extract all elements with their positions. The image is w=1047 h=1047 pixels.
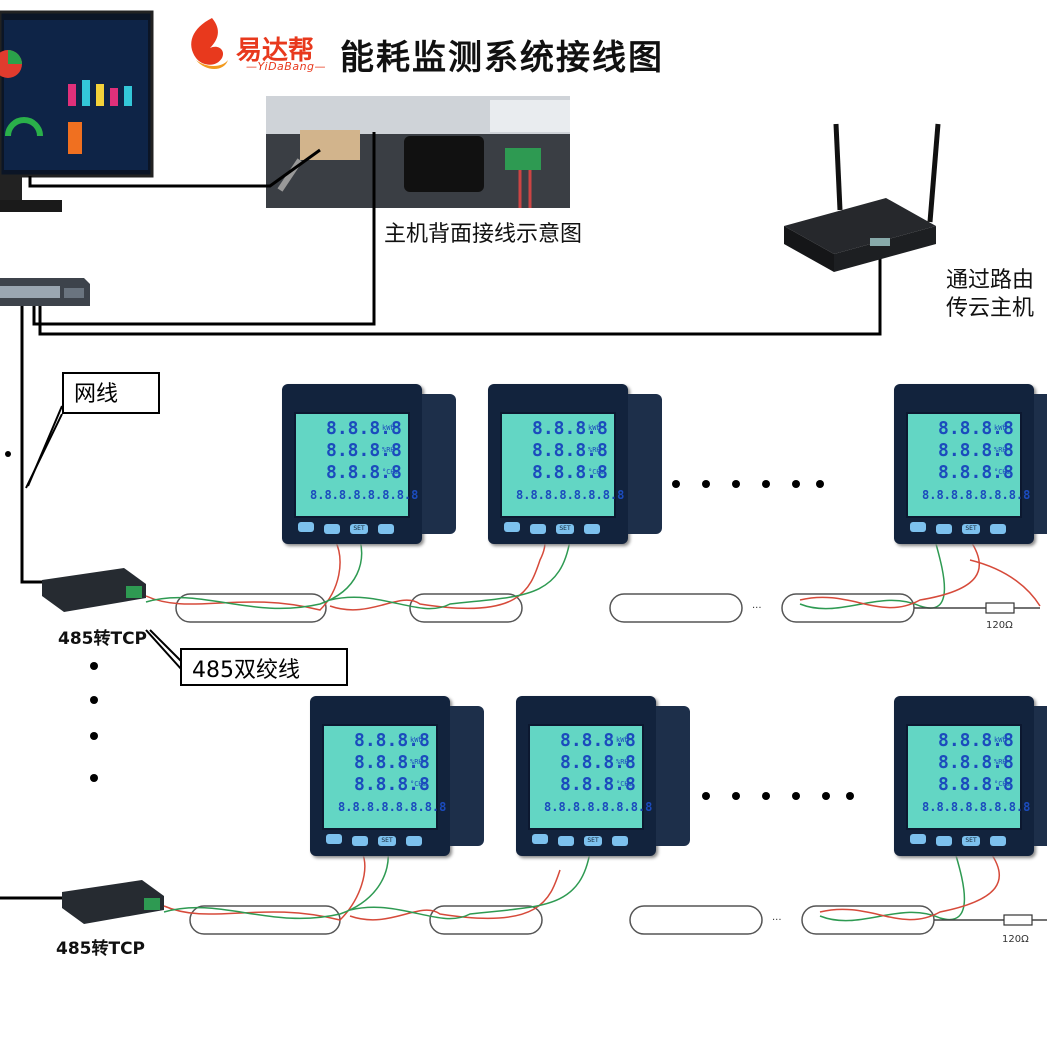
lcd-unit-3: °CHz xyxy=(994,468,1011,476)
meter-right-button xyxy=(324,524,340,534)
bus-ellipsis-2: ... xyxy=(772,912,782,923)
meter-left-button xyxy=(298,522,314,532)
meter-right-button xyxy=(936,836,952,846)
lcd-unit-1: kWh xyxy=(410,736,423,744)
lcd-row-2: 8.8.8.8 xyxy=(354,752,430,773)
lcd-unit-3: °CHz xyxy=(994,780,1011,788)
host-back-caption: 主机背面接线示意图 xyxy=(384,222,583,247)
lcd-row-3: 8.8.8.8 xyxy=(938,462,1014,483)
meter-set-button: SET xyxy=(378,836,396,846)
resistor-2-label: 120Ω xyxy=(1002,934,1029,945)
lcd-unit-3: °CHz xyxy=(588,468,605,476)
lcd-unit-2: %RH xyxy=(994,446,1007,454)
lcd-row-3: 8.8.8.8 xyxy=(532,462,608,483)
meter-left-button xyxy=(504,522,520,532)
brand-name: 易达帮 xyxy=(236,36,315,66)
cloud-caption-line2: 传云主机 xyxy=(946,296,1035,321)
rs485-bus-row-2 xyxy=(163,851,1047,935)
lcd-unit-2: %RH xyxy=(382,446,395,454)
lcd-row-4: 8.8.8.8.8.8.8.8 xyxy=(310,488,419,502)
lcd-unit-1: kWh xyxy=(588,424,601,432)
lcd-row-2: 8.8.8.8 xyxy=(532,440,608,461)
cloud-caption-line1: 通过路由 xyxy=(946,268,1035,293)
brand-logo-icon xyxy=(191,18,228,69)
meter-enter-button xyxy=(406,836,422,846)
meter-left-button xyxy=(910,834,926,844)
lcd-unit-2: %RH xyxy=(994,758,1007,766)
lcd-row-4: 8.8.8.8.8.8.8.8 xyxy=(544,800,653,814)
meter-enter-button xyxy=(612,836,628,846)
lcd-row-1: 8.8.8.8 xyxy=(326,418,402,439)
lcd-unit-2: %RH xyxy=(410,758,423,766)
lcd-row-3: 8.8.8.8 xyxy=(938,774,1014,795)
rs485-bus-row-1 xyxy=(145,539,1041,623)
meter-right-button xyxy=(352,836,368,846)
rs485-tcp-converter-icon xyxy=(42,568,146,612)
router-icon xyxy=(784,123,941,272)
lcd-row-1: 8.8.8.8 xyxy=(532,418,608,439)
converter-2-label: 485转TCP xyxy=(56,939,146,959)
rs485-twisted-pair-label: 485双绞线 xyxy=(180,648,348,686)
lcd-unit-2: %RH xyxy=(616,758,629,766)
meter-enter-button xyxy=(584,524,600,534)
network-switch-icon xyxy=(0,278,90,306)
meter-enter-button xyxy=(378,524,394,534)
lcd-unit-1: kWh xyxy=(994,424,1007,432)
lcd-row-1: 8.8.8.8 xyxy=(354,730,430,751)
lcd-row-4: 8.8.8.8.8.8.8.8 xyxy=(516,488,625,502)
meter-set-button: SET xyxy=(350,524,368,534)
meter-left-button xyxy=(326,834,342,844)
converter-1-label: 485转TCP xyxy=(58,629,148,649)
lcd-unit-3: °CHz xyxy=(382,468,399,476)
lcd-row-3: 8.8.8.8 xyxy=(560,774,636,795)
meter-set-button: SET xyxy=(584,836,602,846)
meter-left-button xyxy=(910,522,926,532)
rs485-tcp-converter-icon xyxy=(62,880,164,924)
lcd-row-3: 8.8.8.8 xyxy=(326,462,402,483)
lcd-unit-1: kWh xyxy=(382,424,395,432)
lcd-row-2: 8.8.8.8 xyxy=(560,752,636,773)
lcd-row-2: 8.8.8.8 xyxy=(938,752,1014,773)
lcd-row-1: 8.8.8.8 xyxy=(938,418,1014,439)
meter-enter-button xyxy=(990,836,1006,846)
lcd-row-4: 8.8.8.8.8.8.8.8 xyxy=(922,800,1031,814)
resistor-icon xyxy=(1003,914,1033,926)
bus-ellipsis-1: ... xyxy=(752,600,762,611)
lcd-row-4: 8.8.8.8.8.8.8.8 xyxy=(338,800,447,814)
diagram-title: 能耗监测系统接线图 xyxy=(340,38,664,78)
monitor-icon xyxy=(0,10,154,212)
lcd-row-4: 8.8.8.8.8.8.8.8 xyxy=(922,488,1031,502)
meter-right-button xyxy=(936,524,952,534)
lcd-unit-1: kWh xyxy=(616,736,629,744)
lcd-row-1: 8.8.8.8 xyxy=(938,730,1014,751)
meter-enter-button xyxy=(990,524,1006,534)
resistor-1-label: 120Ω xyxy=(986,620,1013,631)
lcd-unit-2: %RH xyxy=(588,446,601,454)
lcd-unit-3: °CHz xyxy=(616,780,633,788)
network-cable-label: 网线 xyxy=(62,372,160,414)
meter-set-button: SET xyxy=(962,836,980,846)
meter-left-button xyxy=(532,834,548,844)
lcd-unit-1: kWh xyxy=(994,736,1007,744)
lcd-row-2: 8.8.8.8 xyxy=(326,440,402,461)
lcd-row-2: 8.8.8.8 xyxy=(938,440,1014,461)
brand-name-en: —YiDaBang— xyxy=(246,60,327,73)
lcd-row-1: 8.8.8.8 xyxy=(560,730,636,751)
lcd-row-3: 8.8.8.8 xyxy=(354,774,430,795)
lcd-unit-3: °CHz xyxy=(410,780,427,788)
meter-right-button xyxy=(530,524,546,534)
resistor-icon xyxy=(985,602,1015,614)
meter-right-button xyxy=(558,836,574,846)
meter-set-button: SET xyxy=(556,524,574,534)
host-back-photo xyxy=(266,96,570,208)
meter-set-button: SET xyxy=(962,524,980,534)
